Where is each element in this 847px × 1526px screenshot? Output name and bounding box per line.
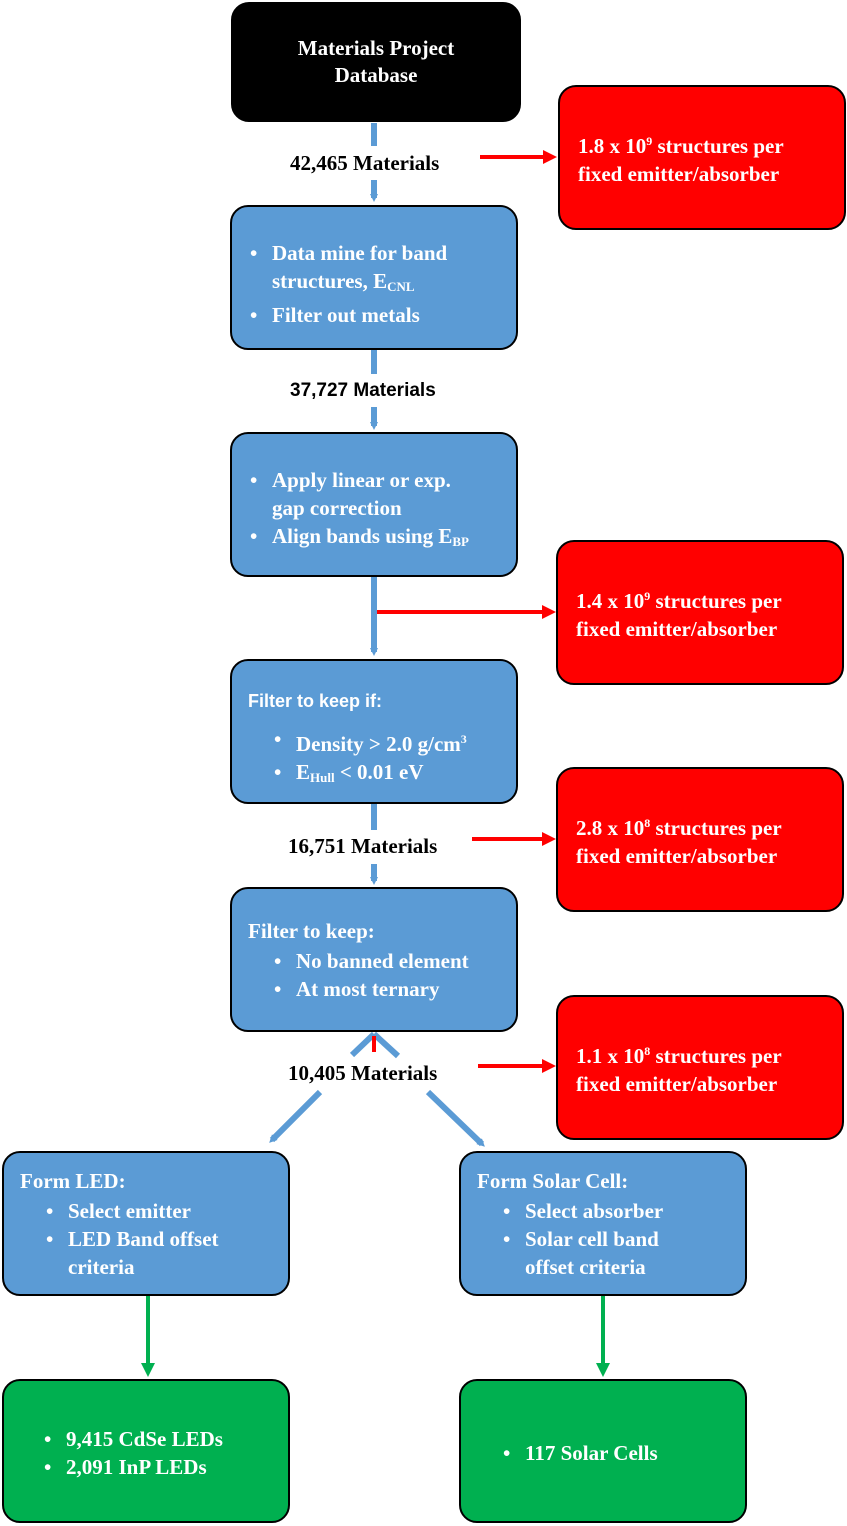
blue-branch-right bbox=[371, 1031, 485, 1147]
density-filter-step-box: Filter to keep if: Density > 2.0 g/cm3 E… bbox=[230, 659, 518, 804]
count-label-4: 10,405 Materials bbox=[288, 1061, 438, 1085]
structures-count-box-4: 1.1 x 108 structures per fixed emitter/a… bbox=[556, 995, 844, 1140]
cdse-leds-bullet: 9,415 CdSe LEDs bbox=[44, 1425, 274, 1453]
count-label-1: 42,465 Materials bbox=[290, 151, 440, 175]
density-filter-heading: Filter to keep if: bbox=[248, 691, 383, 711]
led-results-box: 9,415 CdSe LEDs 2,091 InP LEDs bbox=[2, 1379, 290, 1523]
structures-count-box-1: 1.8 x 109 structures per fixed emitter/a… bbox=[558, 85, 846, 230]
element-filter-heading: Filter to keep: bbox=[248, 919, 375, 943]
form-solar-cell-box: Form Solar Cell: Select absorber Solar c… bbox=[459, 1151, 747, 1296]
align-bands-bullet: Align bands using EBP bbox=[250, 522, 502, 556]
gap-correction-step-box: Apply linear or exp. gap correction Alig… bbox=[230, 432, 518, 577]
count-label-2: 37,727 Materials bbox=[290, 380, 436, 401]
filter-metals-bullet: Filter out metals bbox=[250, 301, 502, 329]
structures-count-box-2: 1.4 x 109 structures per fixed emitter/a… bbox=[556, 540, 844, 685]
structures-count-box-3: 2.8 x 108 structures per fixed emitter/a… bbox=[556, 767, 844, 912]
inp-leds-bullet: 2,091 InP LEDs bbox=[44, 1453, 274, 1481]
start-line-2: Database bbox=[334, 63, 418, 87]
solar-cells-bullet: 117 Solar Cells bbox=[503, 1439, 731, 1467]
count-label-3: 16,751 Materials bbox=[288, 834, 438, 858]
select-absorber-bullet: Select absorber bbox=[503, 1197, 731, 1225]
data-mine-bullet: Data mine for band structures, ECNL bbox=[250, 239, 502, 301]
element-filter-step-box: Filter to keep: No banned element At mos… bbox=[230, 887, 518, 1032]
gap-correction-bullet: Apply linear or exp. gap correction bbox=[250, 466, 502, 522]
start-line-1: Materials Project bbox=[297, 36, 455, 60]
density-bullet: Density > 2.0 g/cm3 bbox=[274, 725, 502, 758]
blue-branch-left bbox=[269, 1031, 377, 1143]
form-led-box: Form LED: Select emitter LED Band offset… bbox=[2, 1151, 290, 1296]
data-mine-step-box: Data mine for band structures, ECNL Filt… bbox=[230, 205, 518, 350]
form-solar-heading: Form Solar Cell: bbox=[477, 1169, 629, 1193]
solar-results-box: 117 Solar Cells bbox=[459, 1379, 747, 1523]
banned-element-bullet: No banned element bbox=[274, 947, 502, 975]
ehull-bullet: EHull < 0.01 eV bbox=[274, 758, 502, 792]
ternary-bullet: At most ternary bbox=[274, 975, 502, 1003]
form-led-heading: Form LED: bbox=[20, 1169, 126, 1193]
materials-project-database-box: Materials Project Database bbox=[231, 2, 521, 122]
select-emitter-bullet: Select emitter bbox=[46, 1197, 274, 1225]
